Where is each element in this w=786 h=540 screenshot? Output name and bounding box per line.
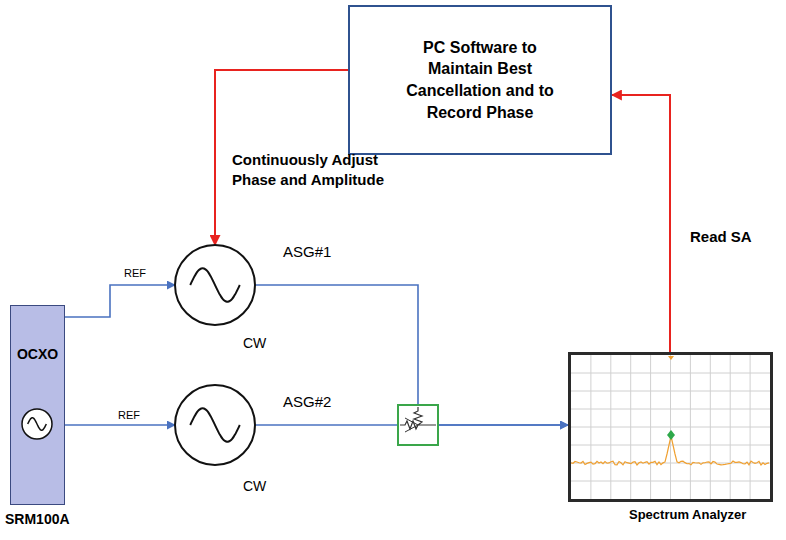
spectrum-analyzer: Spectrum Analyzer	[568, 352, 773, 502]
grid-line	[571, 445, 770, 446]
signal-generator: ASG#1CW	[173, 243, 257, 327]
oscillator-circle	[22, 409, 52, 439]
grid-line	[571, 481, 770, 482]
signal-connector	[65, 285, 175, 317]
edge-label: REF	[124, 267, 164, 279]
software-box: PC Software to Maintain Best Cancellatio…	[348, 5, 612, 155]
generator-symbol	[173, 243, 257, 327]
oscillator-symbol	[11, 306, 63, 502]
generator-symbol	[173, 383, 257, 467]
sine-wave	[28, 418, 47, 431]
grid-line	[571, 427, 770, 428]
signal-connector	[65, 424, 175, 426]
analyzer-screen	[571, 355, 770, 499]
node-label: PC Software to Maintain Best Cancellatio…	[402, 37, 558, 123]
control-connector	[612, 95, 670, 352]
node-sublabel: SRM100A	[5, 511, 70, 527]
combiner-box	[398, 405, 438, 445]
noise-trace	[571, 436, 769, 465]
reference-oscillator: OCXOSRM100A	[10, 305, 65, 505]
combiner-symbol	[405, 418, 418, 432]
sine-wave	[190, 268, 240, 301]
oscillator-circle	[175, 245, 255, 325]
signal-generator: ASG#2CW	[173, 383, 257, 467]
grid-line	[571, 373, 770, 374]
node-label: ASG#2	[283, 393, 331, 410]
node-sublabel: CW	[243, 478, 266, 494]
top-marker	[668, 356, 674, 360]
node-sublabel: CW	[243, 335, 266, 351]
grid-line	[571, 409, 770, 410]
node-label: Spectrum Analyzer	[629, 507, 746, 522]
grid-line	[571, 391, 770, 392]
oscillator-circle	[175, 385, 255, 465]
edge-label: Continuously Adjust Phase and Amplitude	[232, 150, 407, 189]
edge-label: Read SA	[690, 228, 770, 245]
node-label: ASG#1	[283, 243, 331, 260]
sine-wave	[190, 408, 240, 441]
node-label: OCXO	[11, 346, 64, 362]
peak-marker	[667, 430, 675, 440]
edge-label: REF	[118, 409, 158, 421]
